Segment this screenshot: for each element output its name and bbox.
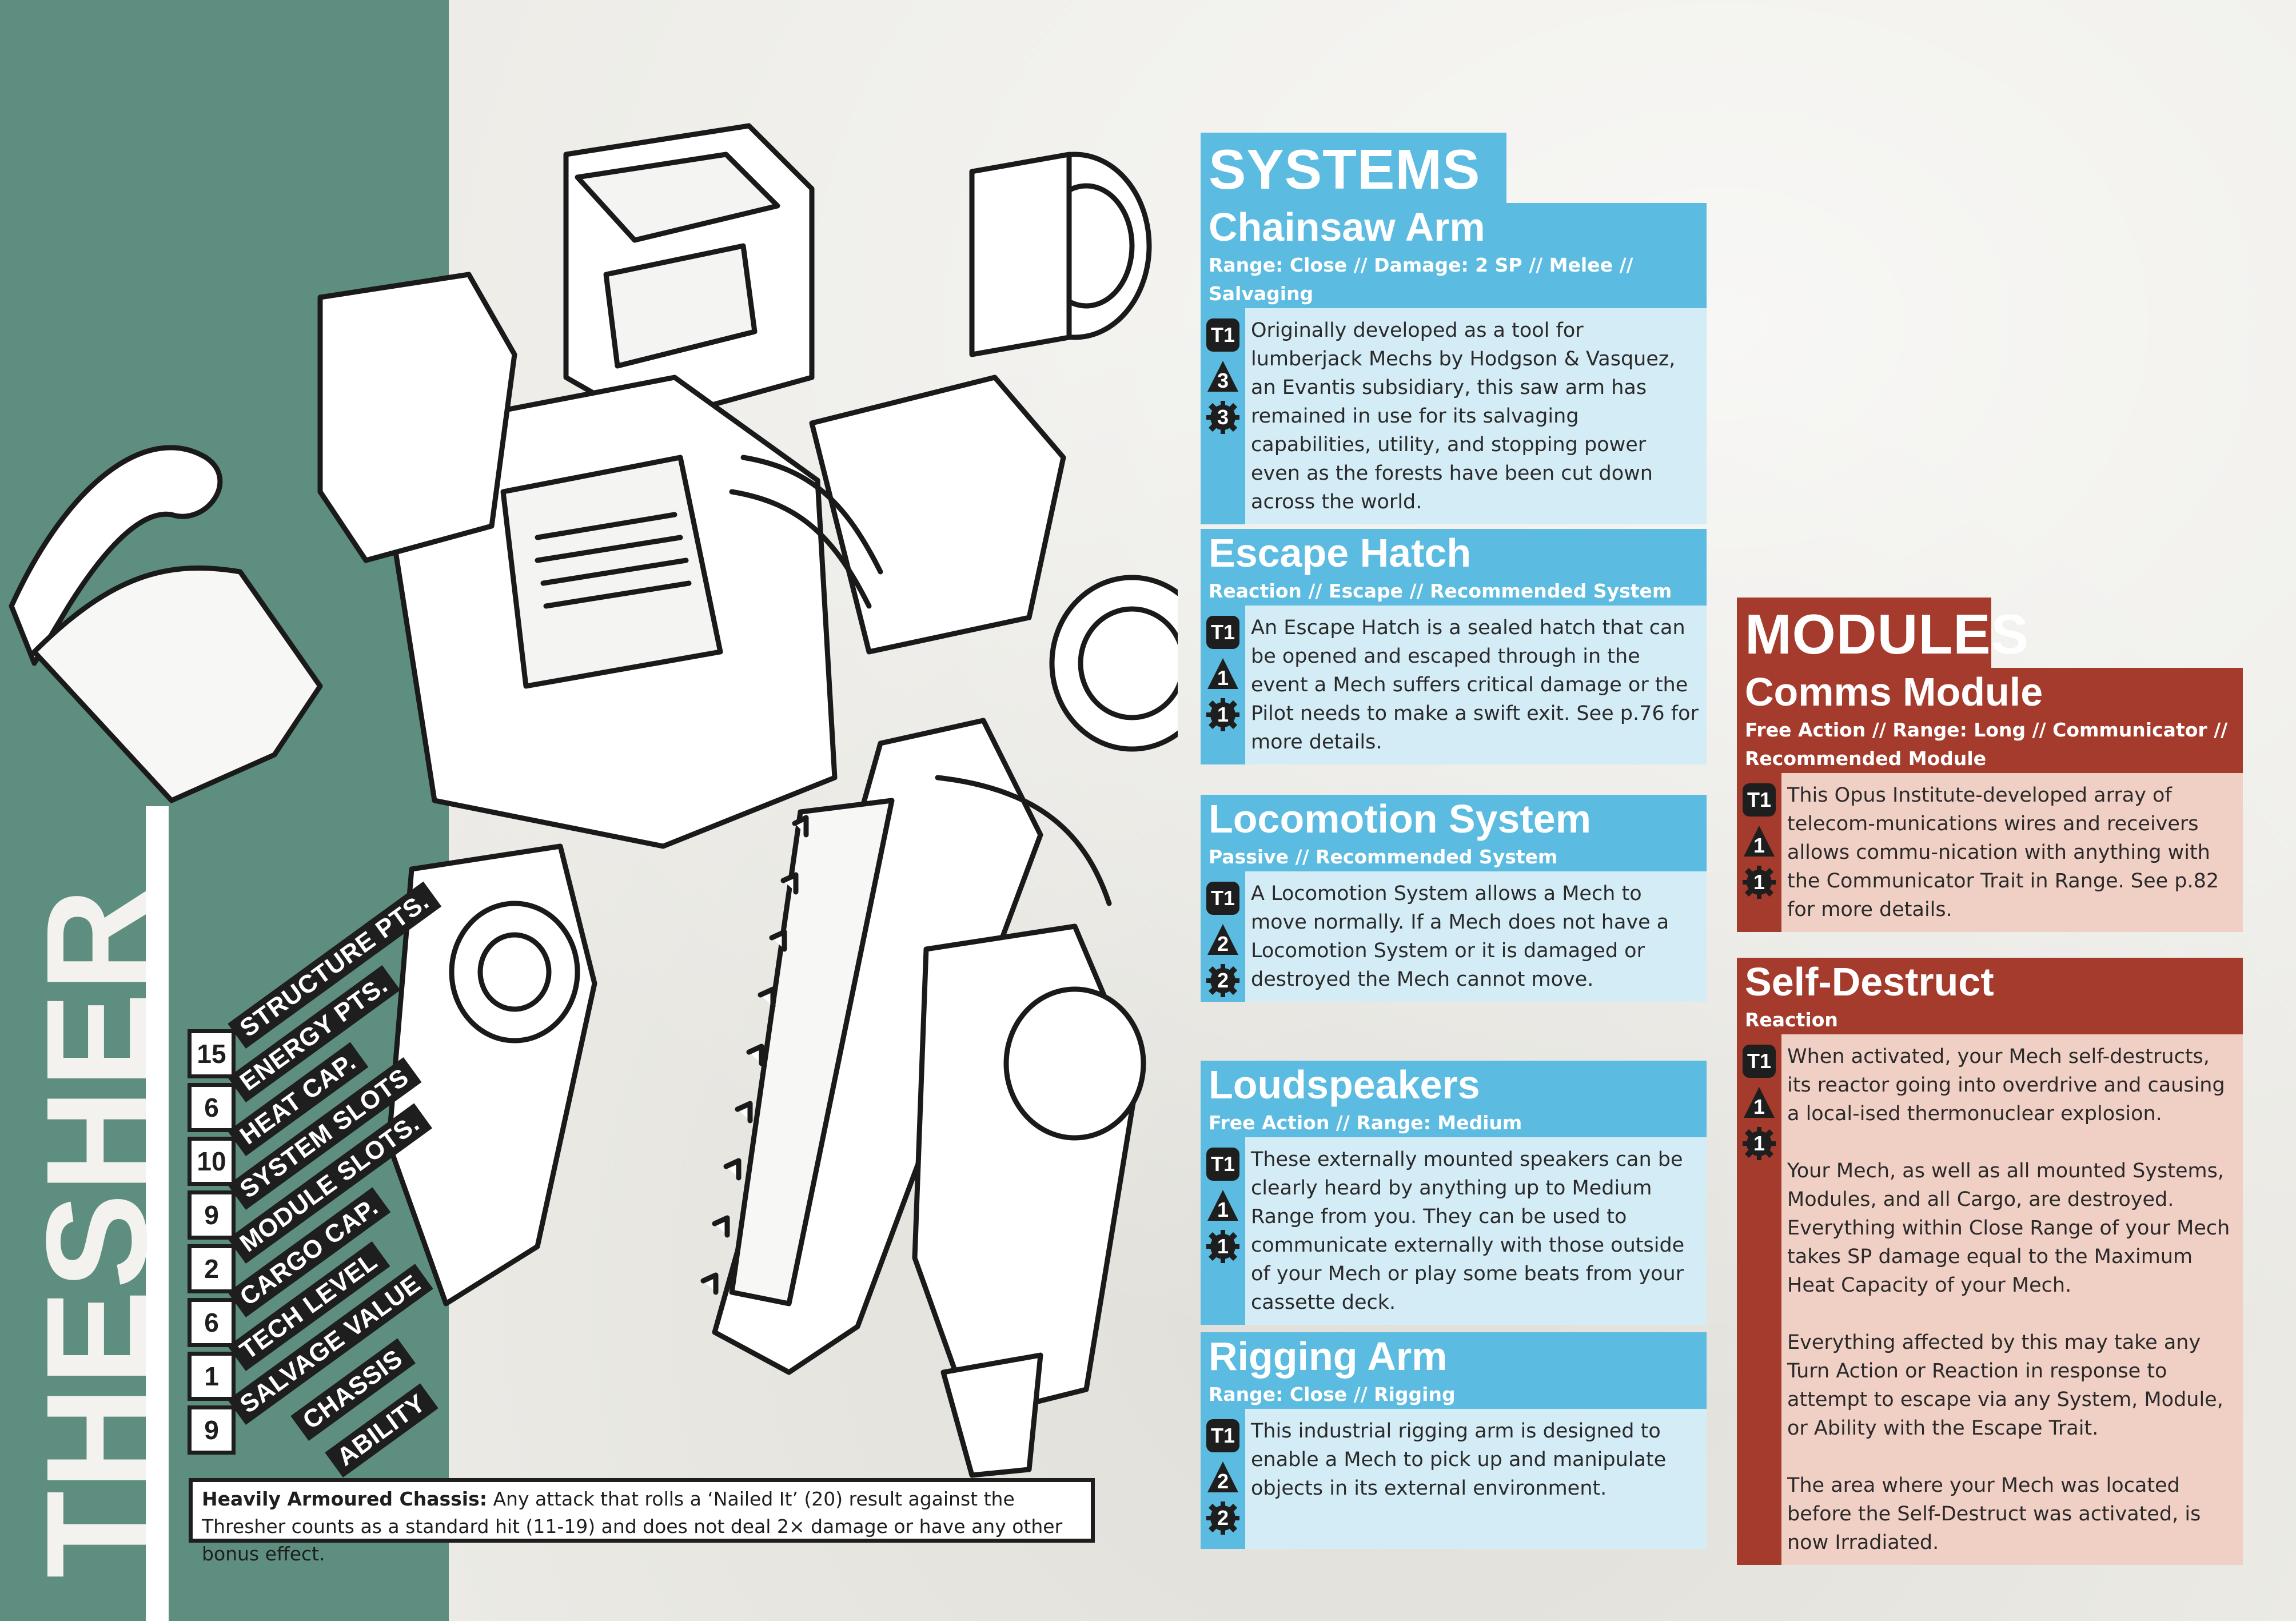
card-tags: Free Action // Range: Long // Communicat… (1745, 719, 2228, 770)
card-description: This Opus Institute-developed array of t… (1781, 773, 2243, 932)
chassis-ability-text: Any attack that rolls a ‘Nailed It’ (20)… (202, 1488, 1063, 1565)
system-card-escape-hatch: Escape Hatch Reaction // Escape // Recom… (1201, 529, 1707, 764)
chassis-ability-name: Heavily Armoured Chassis: (202, 1488, 487, 1510)
slot-triangle-icon: 1 (1206, 657, 1239, 690)
slot-triangle-icon: 1 (1206, 1189, 1239, 1222)
card-icon-strip: T1 1 1 (1737, 1034, 1781, 1565)
card-icon-strip: T1 1 1 (1201, 606, 1245, 764)
modules-heading: MODULES (1737, 598, 2028, 671)
module-card-self-destruct: Self-Destruct Reaction T1 1 1 When activ… (1737, 958, 2243, 1565)
card-title: Self-Destruct (1745, 959, 1994, 1004)
stat-module-slots-value: 2 (188, 1244, 236, 1293)
tech-level-icon: T1 (1206, 1419, 1239, 1452)
chassis-ability-box: Heavily Armoured Chassis: Any attack tha… (189, 1478, 1095, 1565)
card-description: When activated, your Mech self-destructs… (1781, 1034, 2243, 1565)
slot-triangle-icon: 2 (1206, 1460, 1239, 1493)
card-tags: Passive // Recommended System (1209, 846, 1558, 868)
stat-system-slots-value: 9 (188, 1190, 236, 1240)
cost-gear-icon: 1 (1206, 1230, 1239, 1263)
cost-gear-icon: 2 (1206, 964, 1239, 997)
card-icon-strip: T1 1 1 (1201, 1137, 1245, 1325)
stat-energy-value: 6 (188, 1083, 236, 1132)
card-tags: Reaction // Escape // Recommended System (1209, 580, 1672, 602)
stat-structure-value: 15 (188, 1029, 236, 1078)
cost-gear-icon: 1 (1206, 698, 1239, 731)
card-icon-strip: T1 1 1 (1737, 773, 1781, 932)
card-icon-strip: T1 3 3 (1201, 308, 1245, 524)
stat-salvage-value: 9 (188, 1405, 236, 1455)
tech-level-icon: T1 (1206, 616, 1239, 649)
card-description: These externally mounted speakers can be… (1245, 1137, 1707, 1325)
mech-name-panel (0, 806, 163, 1621)
card-title: Escape Hatch (1209, 531, 1472, 575)
cost-gear-icon: 2 (1206, 1501, 1239, 1535)
card-icon-strip: T1 2 2 (1201, 871, 1245, 1002)
cost-gear-icon: 3 (1206, 401, 1239, 434)
slot-triangle-icon: 3 (1206, 360, 1239, 393)
mech-name-divider (146, 806, 169, 1621)
stat-column: 15 6 10 9 2 6 1 9 (188, 1029, 236, 1459)
card-title: Chainsaw Arm (1209, 205, 1485, 249)
card-title: Loudspeakers (1209, 1062, 1480, 1107)
card-title: Locomotion System (1209, 796, 1591, 841)
system-card-loudspeakers: Loudspeakers Free Action // Range: Mediu… (1201, 1061, 1707, 1325)
card-description: Originally developed as a tool for lumbe… (1245, 308, 1707, 524)
card-description: This industrial rigging arm is designed … (1245, 1409, 1707, 1549)
card-tags: Free Action // Range: Medium (1209, 1112, 1522, 1134)
card-description: An Escape Hatch is a sealed hatch that c… (1245, 606, 1707, 764)
card-tags: Range: Close // Damage: 2 SP // Melee //… (1209, 254, 1633, 305)
systems-heading: SYSTEMS (1201, 133, 1506, 206)
card-icon-strip: T1 2 2 (1201, 1409, 1245, 1549)
stat-tech-level-value: 1 (188, 1352, 236, 1401)
tech-level-icon: T1 (1206, 1148, 1239, 1181)
stat-heat-value: 10 (188, 1137, 236, 1186)
card-title: Rigging Arm (1209, 1334, 1448, 1379)
slot-triangle-icon: 1 (1743, 1086, 1776, 1119)
mech-illustration (9, 123, 1178, 1478)
tech-level-icon: T1 (1206, 882, 1239, 915)
module-card-comms-module: Comms Module Free Action // Range: Long … (1737, 668, 2243, 932)
tech-level-icon: T1 (1206, 318, 1239, 352)
cost-gear-icon: 1 (1743, 866, 1776, 899)
card-tags: Reaction (1745, 1009, 1838, 1031)
system-card-rigging-arm: Rigging Arm Range: Close // Rigging T1 2… (1201, 1332, 1707, 1549)
card-title: Comms Module (1745, 670, 2043, 714)
slot-triangle-icon: 1 (1743, 825, 1776, 858)
card-tags: Range: Close // Rigging (1209, 1383, 1456, 1405)
card-description: A Locomotion System allows a Mech to mov… (1245, 871, 1707, 1002)
slot-triangle-icon: 2 (1206, 923, 1239, 956)
tech-level-icon: T1 (1743, 783, 1776, 817)
stat-cargo-value: 6 (188, 1298, 236, 1347)
system-card-chainsaw-arm: Chainsaw Arm Range: Close // Damage: 2 S… (1201, 203, 1707, 524)
system-card-locomotion-system: Locomotion System Passive // Recommended… (1201, 795, 1707, 1002)
card-header: Chainsaw Arm Range: Close // Damage: 2 S… (1201, 203, 1707, 308)
mech-name-title: THESHER (17, 887, 176, 1578)
tech-level-icon: T1 (1743, 1045, 1776, 1078)
cost-gear-icon: 1 (1743, 1127, 1776, 1160)
